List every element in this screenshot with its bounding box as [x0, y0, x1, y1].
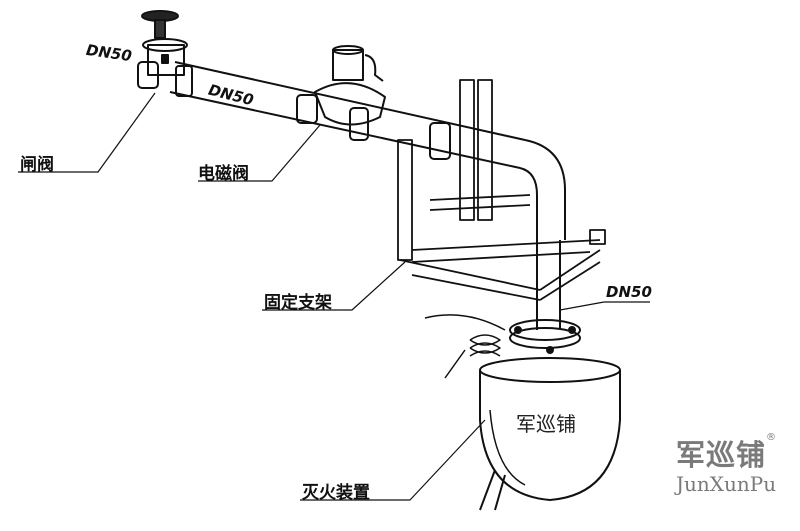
brand-watermark: 军巡铺® JunXunPu	[676, 432, 776, 496]
solenoid-valve-label: 电磁阀	[198, 164, 249, 184]
gate-valve-label: 闸阀	[20, 155, 54, 175]
leader-lines	[18, 92, 650, 501]
watermark-en: JunXunPu	[676, 472, 777, 496]
dn50-vertical-label: DN50	[606, 283, 652, 301]
flange	[509, 319, 581, 354]
extinguisher-label: 灭火装置	[302, 483, 370, 503]
fixed-bracket-frame	[397, 79, 606, 301]
watermark-cn: 军巡铺	[676, 438, 767, 472]
watermark-registered: ®	[766, 432, 777, 443]
extinguisher-vessel	[479, 357, 621, 511]
solenoid-valve	[296, 45, 386, 141]
fixed-bracket-label: 固定支架	[264, 293, 332, 313]
gate-valve	[137, 10, 193, 97]
elbow-pipe	[429, 122, 566, 330]
vessel-brand-text: 军巡铺	[516, 412, 576, 436]
main-pipe	[169, 61, 526, 169]
heat-coil	[424, 314, 506, 379]
